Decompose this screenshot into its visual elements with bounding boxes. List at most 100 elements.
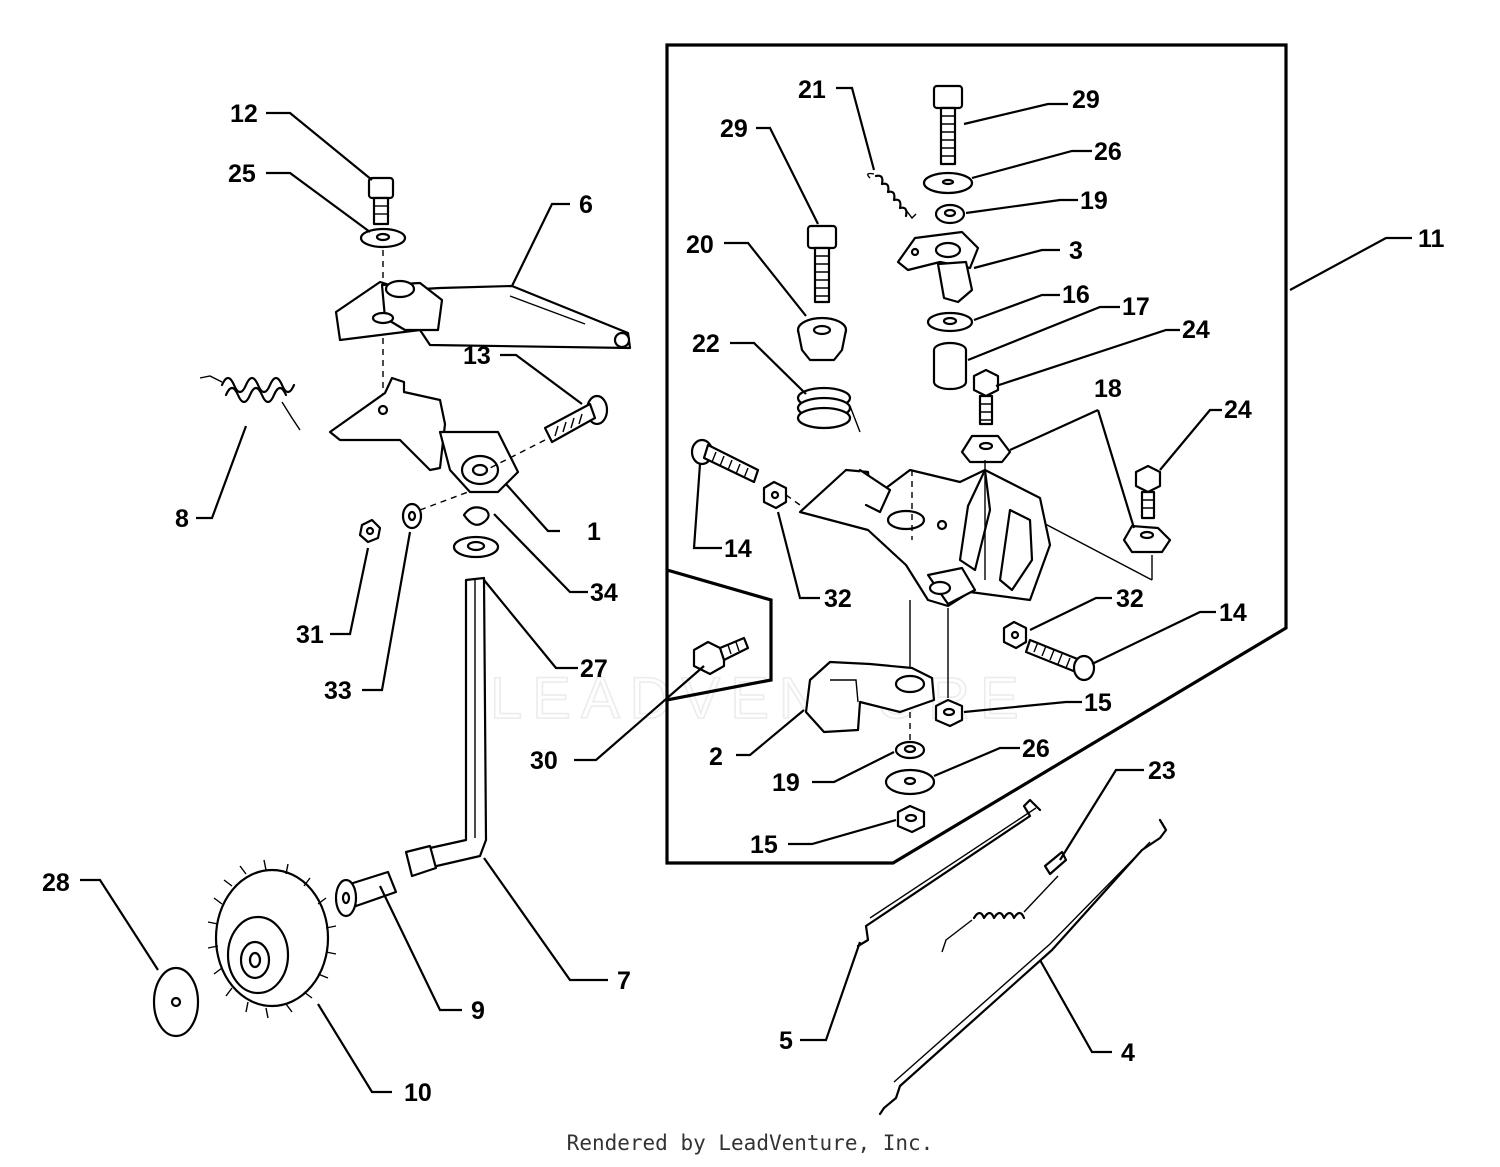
leader-5 — [800, 941, 862, 1042]
callout-12: 12 — [230, 100, 258, 128]
callout-33: 33 — [324, 677, 352, 705]
governor-rod-4 — [878, 818, 1168, 1116]
callout-8: 8 — [175, 505, 189, 533]
leader-26-top — [971, 149, 1092, 180]
callout-30: 30 — [530, 747, 558, 775]
washer-16 — [926, 311, 974, 333]
leader-14-left — [692, 463, 722, 550]
leader-21 — [836, 86, 876, 171]
washer-19-top — [934, 203, 966, 225]
leader-15-lower — [788, 818, 897, 846]
leader-26-bottom — [933, 746, 1020, 778]
washer-28 — [152, 966, 200, 1038]
nut-32-right — [1002, 620, 1028, 650]
leader-15-upper — [963, 700, 1082, 714]
washer-33 — [401, 502, 423, 530]
leader-34 — [493, 513, 588, 594]
callout-19-bottom: 19 — [772, 769, 800, 797]
leader-19-top — [965, 198, 1078, 215]
screw-14-left — [690, 438, 760, 484]
washer-26-bottom — [884, 768, 936, 796]
leader-13 — [500, 353, 583, 405]
callout-29-right: 29 — [1072, 86, 1100, 114]
bushing-17 — [932, 341, 968, 391]
bushing-20 — [796, 316, 848, 362]
leader-1 — [505, 483, 560, 533]
leader-25 — [266, 171, 371, 233]
leader-32-left — [776, 511, 820, 600]
callout-21: 21 — [798, 76, 826, 104]
bolt-29-right — [932, 84, 964, 166]
callout-28: 28 — [42, 869, 70, 897]
callout-26-bottom: 26 — [1022, 735, 1050, 763]
callout-29-left: 29 — [720, 115, 748, 143]
footer-credit: Rendered by LeadVenture, Inc. — [566, 1131, 934, 1155]
callout-32-left: 32 — [824, 585, 852, 613]
callout-24-right: 24 — [1224, 396, 1252, 424]
leader-31 — [330, 547, 370, 636]
screw-13 — [543, 394, 609, 444]
lever-3 — [896, 230, 980, 304]
leader-2 — [736, 709, 805, 757]
bolt-12 — [367, 176, 395, 226]
callout-15-lower: 15 — [750, 831, 778, 859]
bracket-1 — [328, 376, 520, 494]
leader-30 — [574, 665, 705, 762]
callout-3: 3 — [1069, 237, 1083, 265]
leader-6 — [511, 202, 570, 287]
leader-17 — [967, 305, 1120, 362]
leader-7 — [483, 857, 608, 982]
leader-23 — [1059, 768, 1144, 861]
link-rod-5 — [856, 798, 1042, 948]
leader-33 — [362, 531, 412, 692]
screw-24-right — [1134, 464, 1162, 520]
callout-16: 16 — [1062, 281, 1090, 309]
nut-31 — [358, 518, 382, 544]
leader-8 — [196, 425, 248, 520]
callout-2: 2 — [709, 743, 723, 771]
washer-27 — [452, 535, 500, 559]
leader-10 — [317, 1003, 392, 1094]
leader-24-right — [1159, 408, 1222, 471]
callout-6: 6 — [579, 191, 593, 219]
callout-14-right: 14 — [1219, 599, 1247, 627]
leader-29-left — [756, 126, 819, 225]
clip-34 — [462, 506, 490, 526]
leader-29-right — [963, 102, 1068, 126]
clip-18-center — [960, 434, 1012, 464]
callout-14-left: 14 — [724, 535, 752, 563]
control-bracket — [798, 468, 1052, 608]
callout-10: 10 — [404, 1079, 432, 1107]
washer-25 — [359, 227, 407, 249]
callout-9: 9 — [471, 997, 485, 1025]
callout-22: 22 — [692, 330, 720, 358]
screw-24-center — [972, 368, 1000, 426]
leader-16 — [973, 293, 1060, 322]
leader-3 — [973, 248, 1060, 270]
callout-19-top: 19 — [1080, 187, 1108, 215]
screw-30 — [692, 636, 750, 676]
gear-10 — [207, 859, 337, 1019]
callout-4: 4 — [1121, 1039, 1135, 1067]
washer-26-top — [922, 171, 974, 195]
leader-18 — [1009, 408, 1136, 529]
callout-34: 34 — [590, 579, 618, 607]
callout-26-top: 26 — [1094, 138, 1122, 166]
washer-19-bottom — [894, 740, 926, 760]
leader-14-right — [1091, 610, 1216, 665]
clip-18-right — [1122, 524, 1172, 554]
nut-32-left — [762, 480, 788, 510]
leader-9 — [379, 885, 462, 1012]
screw-14-right — [1024, 638, 1096, 682]
leader-12 — [266, 111, 373, 181]
leader-22 — [730, 341, 807, 395]
callout-31: 31 — [296, 621, 324, 649]
callout-23: 23 — [1148, 757, 1176, 785]
callout-13: 13 — [463, 342, 491, 370]
spring-21 — [867, 172, 917, 220]
leader-24-center — [995, 328, 1180, 388]
callout-5: 5 — [779, 1027, 793, 1055]
callout-18: 18 — [1094, 375, 1122, 403]
leader-28 — [80, 878, 159, 971]
